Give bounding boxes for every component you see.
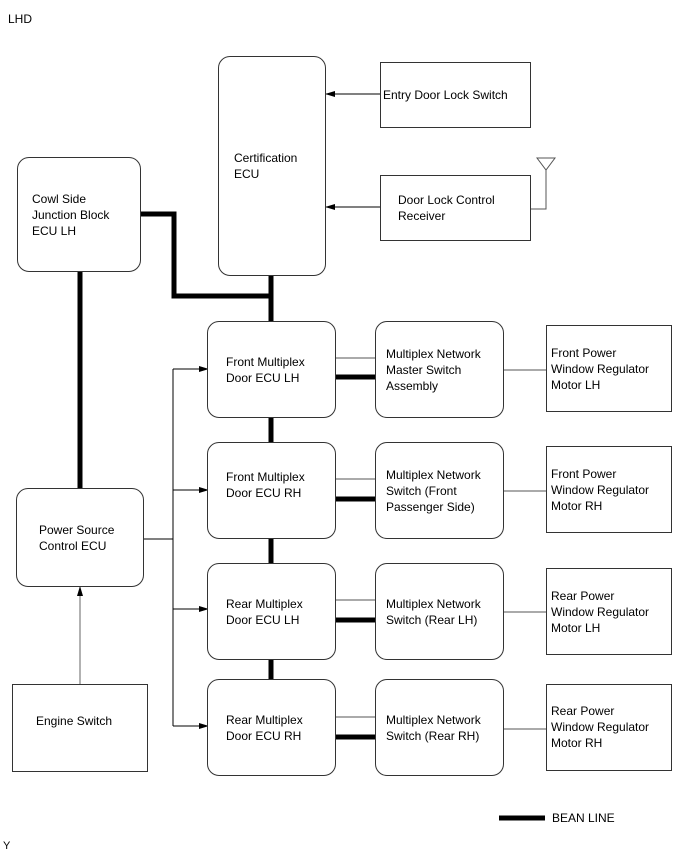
mpx-switch-rear-rh-node: Multiplex Network Switch (Rear RH) <box>375 679 504 776</box>
engine-switch-label: Engine Switch <box>36 714 113 728</box>
rear-pw-motor-lh-label: Rear Power Window Regulator Motor LH <box>551 588 650 635</box>
mpx-switch-front-passenger-label: Multiplex Network Switch (Front Passenge… <box>386 467 481 514</box>
mpx-master-switch-label: Multiplex Network Master Switch Assembly <box>386 346 481 393</box>
door-lock-control-receiver-node: Door Lock Control Receiver <box>380 175 531 241</box>
entry-door-lock-switch-node: Entry Door Lock Switch <box>380 62 531 128</box>
antenna-icon <box>536 157 556 171</box>
certification-ecu-node: Certification ECU <box>218 56 326 276</box>
mpx-master-switch-node: Multiplex Network Master Switch Assembly <box>375 321 504 418</box>
front-mpx-door-ecu-rh-label: Front Multiplex Door ECU RH <box>226 470 305 500</box>
rear-mpx-door-ecu-lh-label: Rear Multiplex Door ECU LH <box>226 596 303 627</box>
certification-ecu-label: Certification ECU <box>234 151 298 181</box>
mpx-switch-front-passenger-node: Multiplex Network Switch (Front Passenge… <box>375 442 504 539</box>
bean-line-cowl-to-cert <box>141 211 274 299</box>
rear-mpx-door-ecu-rh-label: Rear Multiplex Door ECU RH <box>226 712 303 743</box>
front-pw-motor-rh-label: Front Power Window Regulator Motor RH <box>551 466 650 513</box>
rear-mpx-door-ecu-rh-node: Rear Multiplex Door ECU RH <box>207 679 336 776</box>
rear-pw-motor-rh-label: Rear Power Window Regulator Motor RH <box>551 704 650 750</box>
mpx-switch-rear-lh-node: Multiplex Network Switch (Rear LH) <box>375 563 504 660</box>
corner-mark: Y <box>3 840 11 852</box>
cowl-side-jb-ecu-lh-label: Cowl Side Junction Block ECU LH <box>32 191 110 238</box>
front-pw-motor-rh-node: Front Power Window Regulator Motor RH <box>546 446 672 533</box>
front-mpx-door-ecu-lh-label: Front Multiplex Door ECU LH <box>226 354 305 385</box>
rear-pw-motor-rh-node: Rear Power Window Regulator Motor RH <box>546 684 672 771</box>
mpx-switch-rear-lh-label: Multiplex Network Switch (Rear LH) <box>386 596 481 627</box>
door-lock-control-receiver-label: Door Lock Control Receiver <box>398 193 495 223</box>
entry-door-lock-switch-label: Entry Door Lock Switch <box>383 88 508 102</box>
cowl-side-jb-ecu-lh-node: Cowl Side Junction Block ECU LH <box>17 157 141 272</box>
rear-mpx-door-ecu-lh-node: Rear Multiplex Door ECU LH <box>207 563 336 660</box>
legend-bean-line-label: BEAN LINE <box>552 811 615 825</box>
drive-side-label: LHD <box>8 12 33 26</box>
mpx-switch-rear-rh-label: Multiplex Network Switch (Rear RH) <box>386 712 481 743</box>
power-source-control-ecu-node: Power Source Control ECU <box>16 488 144 587</box>
rear-pw-motor-lh-node: Rear Power Window Regulator Motor LH <box>546 568 672 655</box>
front-mpx-door-ecu-lh-node: Front Multiplex Door ECU LH <box>207 321 336 418</box>
front-pw-motor-lh-node: Front Power Window Regulator Motor LH <box>546 325 672 412</box>
front-mpx-door-ecu-rh-node: Front Multiplex Door ECU RH <box>207 442 336 539</box>
power-source-control-ecu-label: Power Source Control ECU <box>39 522 115 553</box>
front-pw-motor-lh-label: Front Power Window Regulator Motor LH <box>551 345 650 392</box>
engine-switch-node: Engine Switch <box>12 684 148 772</box>
antenna-wire <box>531 170 547 210</box>
